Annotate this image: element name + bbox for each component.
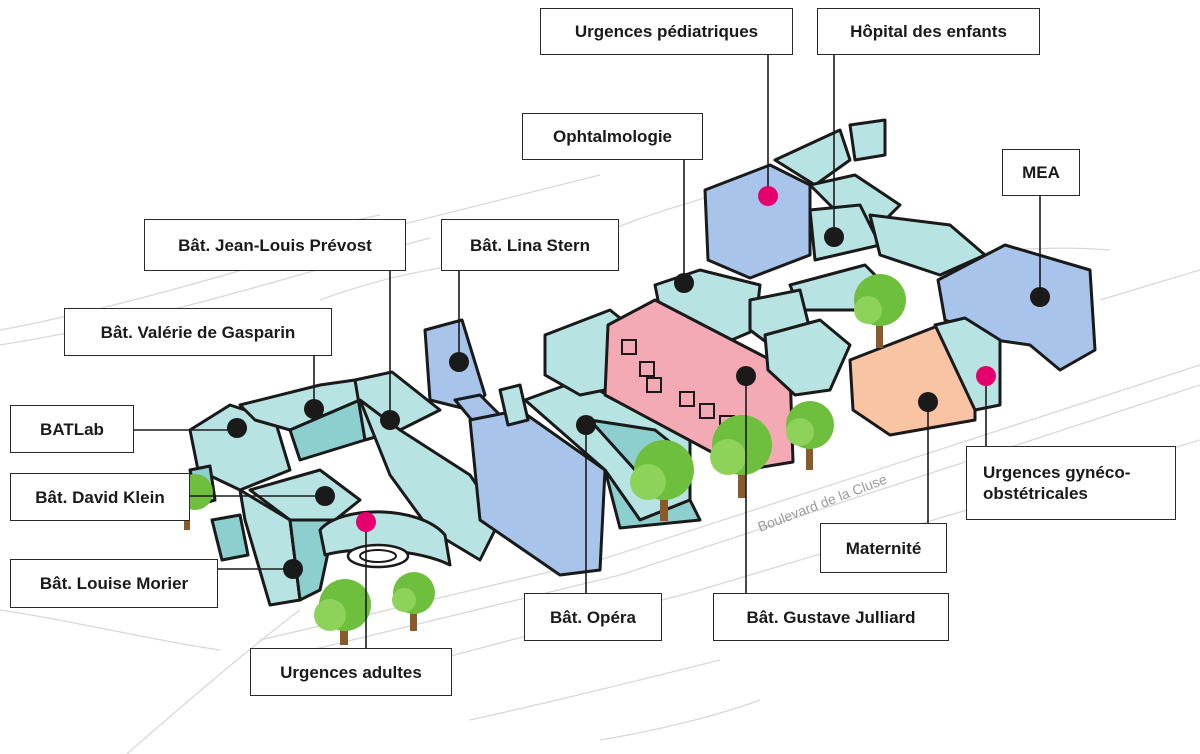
label-jean-louis-prevost[interactable]: Bât. Jean-Louis Prévost	[144, 219, 406, 271]
tree-icon	[314, 579, 371, 645]
tree-icon	[630, 440, 694, 521]
label-batlab[interactable]: BATLab	[10, 405, 134, 453]
building-marker[interactable]	[918, 392, 938, 412]
tree-icon	[392, 572, 435, 631]
emergency-marker[interactable]	[356, 512, 376, 532]
label-urgences-pediatriques[interactable]: Urgences pédiatriques	[540, 8, 793, 55]
label-urgences-gyneco-obstetricales[interactable]: Urgences gynéco- obstétricales	[966, 446, 1176, 520]
building-marker[interactable]	[824, 227, 844, 247]
building-maternite	[848, 316, 1002, 437]
label-opera[interactable]: Bât. Opéra	[524, 593, 662, 641]
label-david-klein[interactable]: Bât. David Klein	[10, 473, 190, 521]
building-west-wing	[188, 370, 502, 607]
building-marker[interactable]	[1030, 287, 1050, 307]
building-marker[interactable]	[283, 559, 303, 579]
tree-icon	[786, 401, 834, 470]
markers	[227, 186, 1050, 579]
label-mea[interactable]: MEA	[1002, 149, 1080, 196]
label-maternite[interactable]: Maternité	[820, 523, 947, 573]
tree-icon	[710, 415, 772, 498]
emergency-marker[interactable]	[976, 366, 996, 386]
building-marker[interactable]	[304, 399, 324, 419]
building-urgences-pediatriques	[703, 163, 812, 280]
building-marker[interactable]	[674, 273, 694, 293]
label-louise-morier[interactable]: Bât. Louise Morier	[10, 559, 218, 608]
building-urgences-adultes-annex	[318, 510, 452, 569]
label-valerie-de-gasparin[interactable]: Bât. Valérie de Gasparin	[64, 308, 332, 356]
leader-lines	[134, 55, 1041, 650]
label-hopital-des-enfants[interactable]: Hôpital des enfants	[817, 8, 1040, 55]
building-marker[interactable]	[227, 418, 247, 438]
label-urgences-adultes[interactable]: Urgences adultes	[250, 648, 452, 696]
label-lina-stern[interactable]: Bât. Lina Stern	[441, 219, 619, 271]
label-gustave-julliard[interactable]: Bât. Gustave Julliard	[713, 593, 949, 641]
building-marker[interactable]	[576, 415, 596, 435]
building-marker[interactable]	[736, 366, 756, 386]
tree-icon	[854, 274, 906, 348]
building-marker[interactable]	[315, 486, 335, 506]
building-marker[interactable]	[449, 352, 469, 372]
label-ophtalmologie[interactable]: Ophtalmologie	[522, 113, 703, 160]
building-marker[interactable]	[380, 410, 400, 430]
emergency-marker[interactable]	[758, 186, 778, 206]
